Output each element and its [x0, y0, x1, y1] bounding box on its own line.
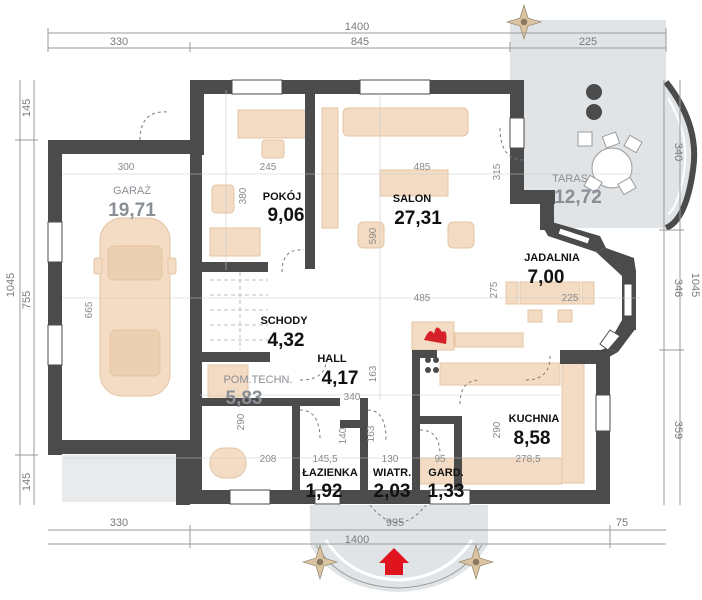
inner-dim: 590 — [368, 227, 379, 244]
inner-dim: 275 — [489, 281, 500, 298]
furniture — [93, 107, 595, 485]
dim-left-total: 1045 — [5, 273, 17, 297]
room-area-kuchnia: 8,58 — [514, 428, 551, 449]
inner-dim: 485 — [414, 293, 431, 304]
inner-dim: 290 — [236, 413, 247, 430]
stairs — [210, 272, 268, 350]
inner-dim: 140 — [338, 427, 349, 444]
kitchen-stove — [425, 357, 439, 373]
dim-left-bottom: 145 — [21, 473, 33, 491]
room-name-wiatr: WIATR. — [373, 467, 411, 479]
dim-right-total: 1045 — [689, 273, 701, 297]
room-name-lazienka: ŁAZIENKA — [302, 467, 358, 479]
dim-top-mid: 845 — [351, 36, 369, 48]
inner-dim: 163 — [368, 365, 379, 382]
interior-grid — [62, 90, 640, 459]
dim-top-total: 1400 — [345, 21, 369, 33]
inner-dim: 145,5 — [312, 454, 337, 465]
room-name-gard: GARD. — [428, 467, 463, 479]
room-name-kuchnia: KUCHNIA — [509, 413, 560, 425]
entrance-porch — [310, 505, 488, 592]
inner-dim: 665 — [84, 301, 95, 318]
dim-left-mid: 755 — [21, 291, 33, 309]
dim-bottom-mid: 995 — [386, 517, 404, 529]
room-area-gard: 1,33 — [428, 481, 465, 502]
room-area-garage: 19,71 — [108, 200, 156, 221]
entrance-arrow-icon — [379, 548, 409, 575]
table-with-chairs-icon — [577, 131, 643, 196]
inner-dim: 225 — [562, 293, 579, 304]
compass-star-icon — [505, 3, 543, 41]
inner-dim: 245 — [260, 162, 277, 173]
room-area-schody: 4,32 — [268, 330, 305, 351]
terrace-lamp — [586, 104, 602, 120]
room-name-salon: SALON — [393, 193, 432, 205]
room-name-taras: TARAS — [552, 173, 588, 185]
inner-dim: 340 — [344, 392, 361, 403]
terrace-area — [510, 20, 698, 231]
compass-star-icon — [457, 543, 495, 581]
fireplace-flame-icon — [424, 327, 447, 344]
inner-dim: 290 — [492, 421, 503, 438]
room-name-jadalnia: JADALNIA — [524, 252, 580, 264]
room-area-pokoj: 9,06 — [268, 205, 305, 226]
dim-right-bottom: 359 — [672, 421, 684, 439]
room-name-schody: SCHODY — [260, 315, 308, 327]
room-area-taras: 12,72 — [554, 187, 602, 208]
dim-top-right: 225 — [579, 36, 597, 48]
room-area-lazienka: 1,92 — [306, 481, 343, 502]
dim-bottom-total: 1400 — [345, 534, 369, 546]
inner-dim: 300 — [118, 162, 135, 173]
dimension-lines — [15, 28, 684, 548]
dim-right-top: 340 — [672, 143, 684, 161]
dim-bottom-right: 75 — [616, 517, 628, 529]
room-name-pokoj: POKÓJ — [263, 190, 302, 203]
room-area-jadalnia: 7,00 — [528, 267, 565, 288]
room-area-salon: 27,31 — [394, 208, 442, 229]
inner-dim: 208 — [260, 454, 277, 465]
dim-right-mid: 346 — [672, 279, 684, 297]
room-area-pom-techn: 5,83 — [226, 388, 263, 409]
terrace-lamp — [586, 84, 602, 100]
room-name-hall: HALL — [317, 353, 347, 365]
inner-dim: 95 — [434, 454, 446, 465]
inner-dim: 130 — [382, 454, 399, 465]
room-name-pom-techn: POM.TECHN. — [223, 374, 292, 386]
door-swings — [139, 111, 551, 523]
inner-dim: 278,5 — [515, 454, 540, 465]
inner-dim: 163 — [366, 425, 377, 442]
inner-dim: 380 — [238, 187, 249, 204]
room-area-wiatr: 2,03 — [374, 481, 411, 502]
windows — [47, 79, 611, 505]
dim-left-top: 145 — [21, 99, 33, 117]
dim-bottom-left: 330 — [110, 517, 128, 529]
room-name-garage: GARAŻ — [113, 184, 151, 197]
inner-dim: 485 — [414, 162, 431, 173]
garage-apron — [62, 455, 190, 502]
compass-star-icon — [301, 543, 339, 581]
room-area-hall: 4,17 — [322, 368, 359, 389]
inner-dim: 315 — [492, 163, 503, 180]
bay-windows — [557, 227, 633, 351]
dim-top-left: 330 — [110, 36, 128, 48]
car-icon — [93, 217, 177, 397]
